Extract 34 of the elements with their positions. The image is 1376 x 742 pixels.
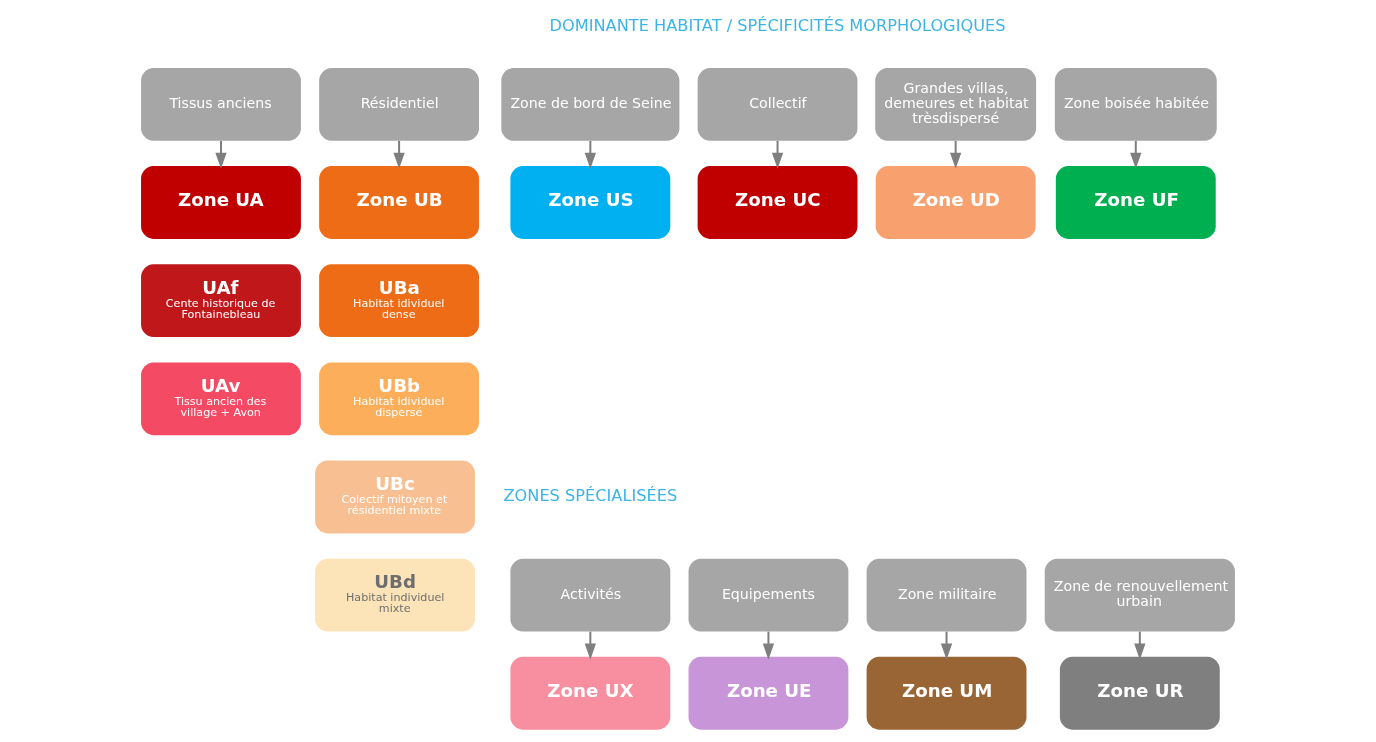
arrow bbox=[1130, 140, 1142, 169]
node-box: Zone UF bbox=[1055, 166, 1216, 239]
node-box: Zone boisée habitée bbox=[1054, 67, 1217, 141]
node-box: Zone UR bbox=[1059, 656, 1220, 730]
node-box: Zone de renouvellement urbain bbox=[1044, 558, 1235, 632]
node-box: UBa Habitat idividuel dense bbox=[319, 264, 480, 338]
node-box: Collectif bbox=[697, 67, 858, 141]
label: DOMINANTE HABITAT / SPÉCIFICITÉS MORPHOLOGIQUES bbox=[549, 16, 1006, 36]
label: ZONES SPÉCIALISÉES bbox=[503, 485, 678, 505]
node-box: Equipements bbox=[688, 558, 849, 632]
arrow bbox=[950, 140, 962, 169]
node-box: UBc Colectif mitoyen et résidentiel mixte bbox=[315, 460, 475, 534]
node-box: UAv Tissu ancien des village + Avon bbox=[141, 362, 301, 436]
node-box: Grandes villas, demeures et habitat trèsdispersé bbox=[875, 67, 1037, 141]
node-box: Zone UM bbox=[866, 656, 1027, 730]
node-box: Zone UX bbox=[510, 656, 671, 730]
node-box: Résidentiel bbox=[319, 67, 480, 141]
node-box: Zone de bord de Seine bbox=[501, 67, 680, 141]
node-box: Zone UB bbox=[319, 166, 480, 239]
arrow bbox=[771, 140, 784, 169]
arrow bbox=[393, 140, 405, 169]
node-box: Zone UC bbox=[697, 166, 858, 239]
node-box: UBd Habitat individuel mixte bbox=[315, 558, 475, 632]
node-box: Tissus anciens bbox=[141, 67, 301, 141]
node-box: Zone UE bbox=[688, 656, 849, 730]
arrow bbox=[584, 140, 597, 169]
node-box: Zone US bbox=[510, 166, 671, 239]
node-box: Zone UA bbox=[141, 166, 301, 239]
node-box: Zone UD bbox=[875, 166, 1036, 239]
node-box: Activités bbox=[510, 558, 671, 632]
node-box: UAf Cente historique de Fontainebleau bbox=[141, 264, 301, 338]
node-box: UBb Habitat idividuel dispersé bbox=[319, 362, 480, 436]
arrow bbox=[215, 140, 227, 169]
node-box: Zone militaire bbox=[866, 558, 1027, 632]
